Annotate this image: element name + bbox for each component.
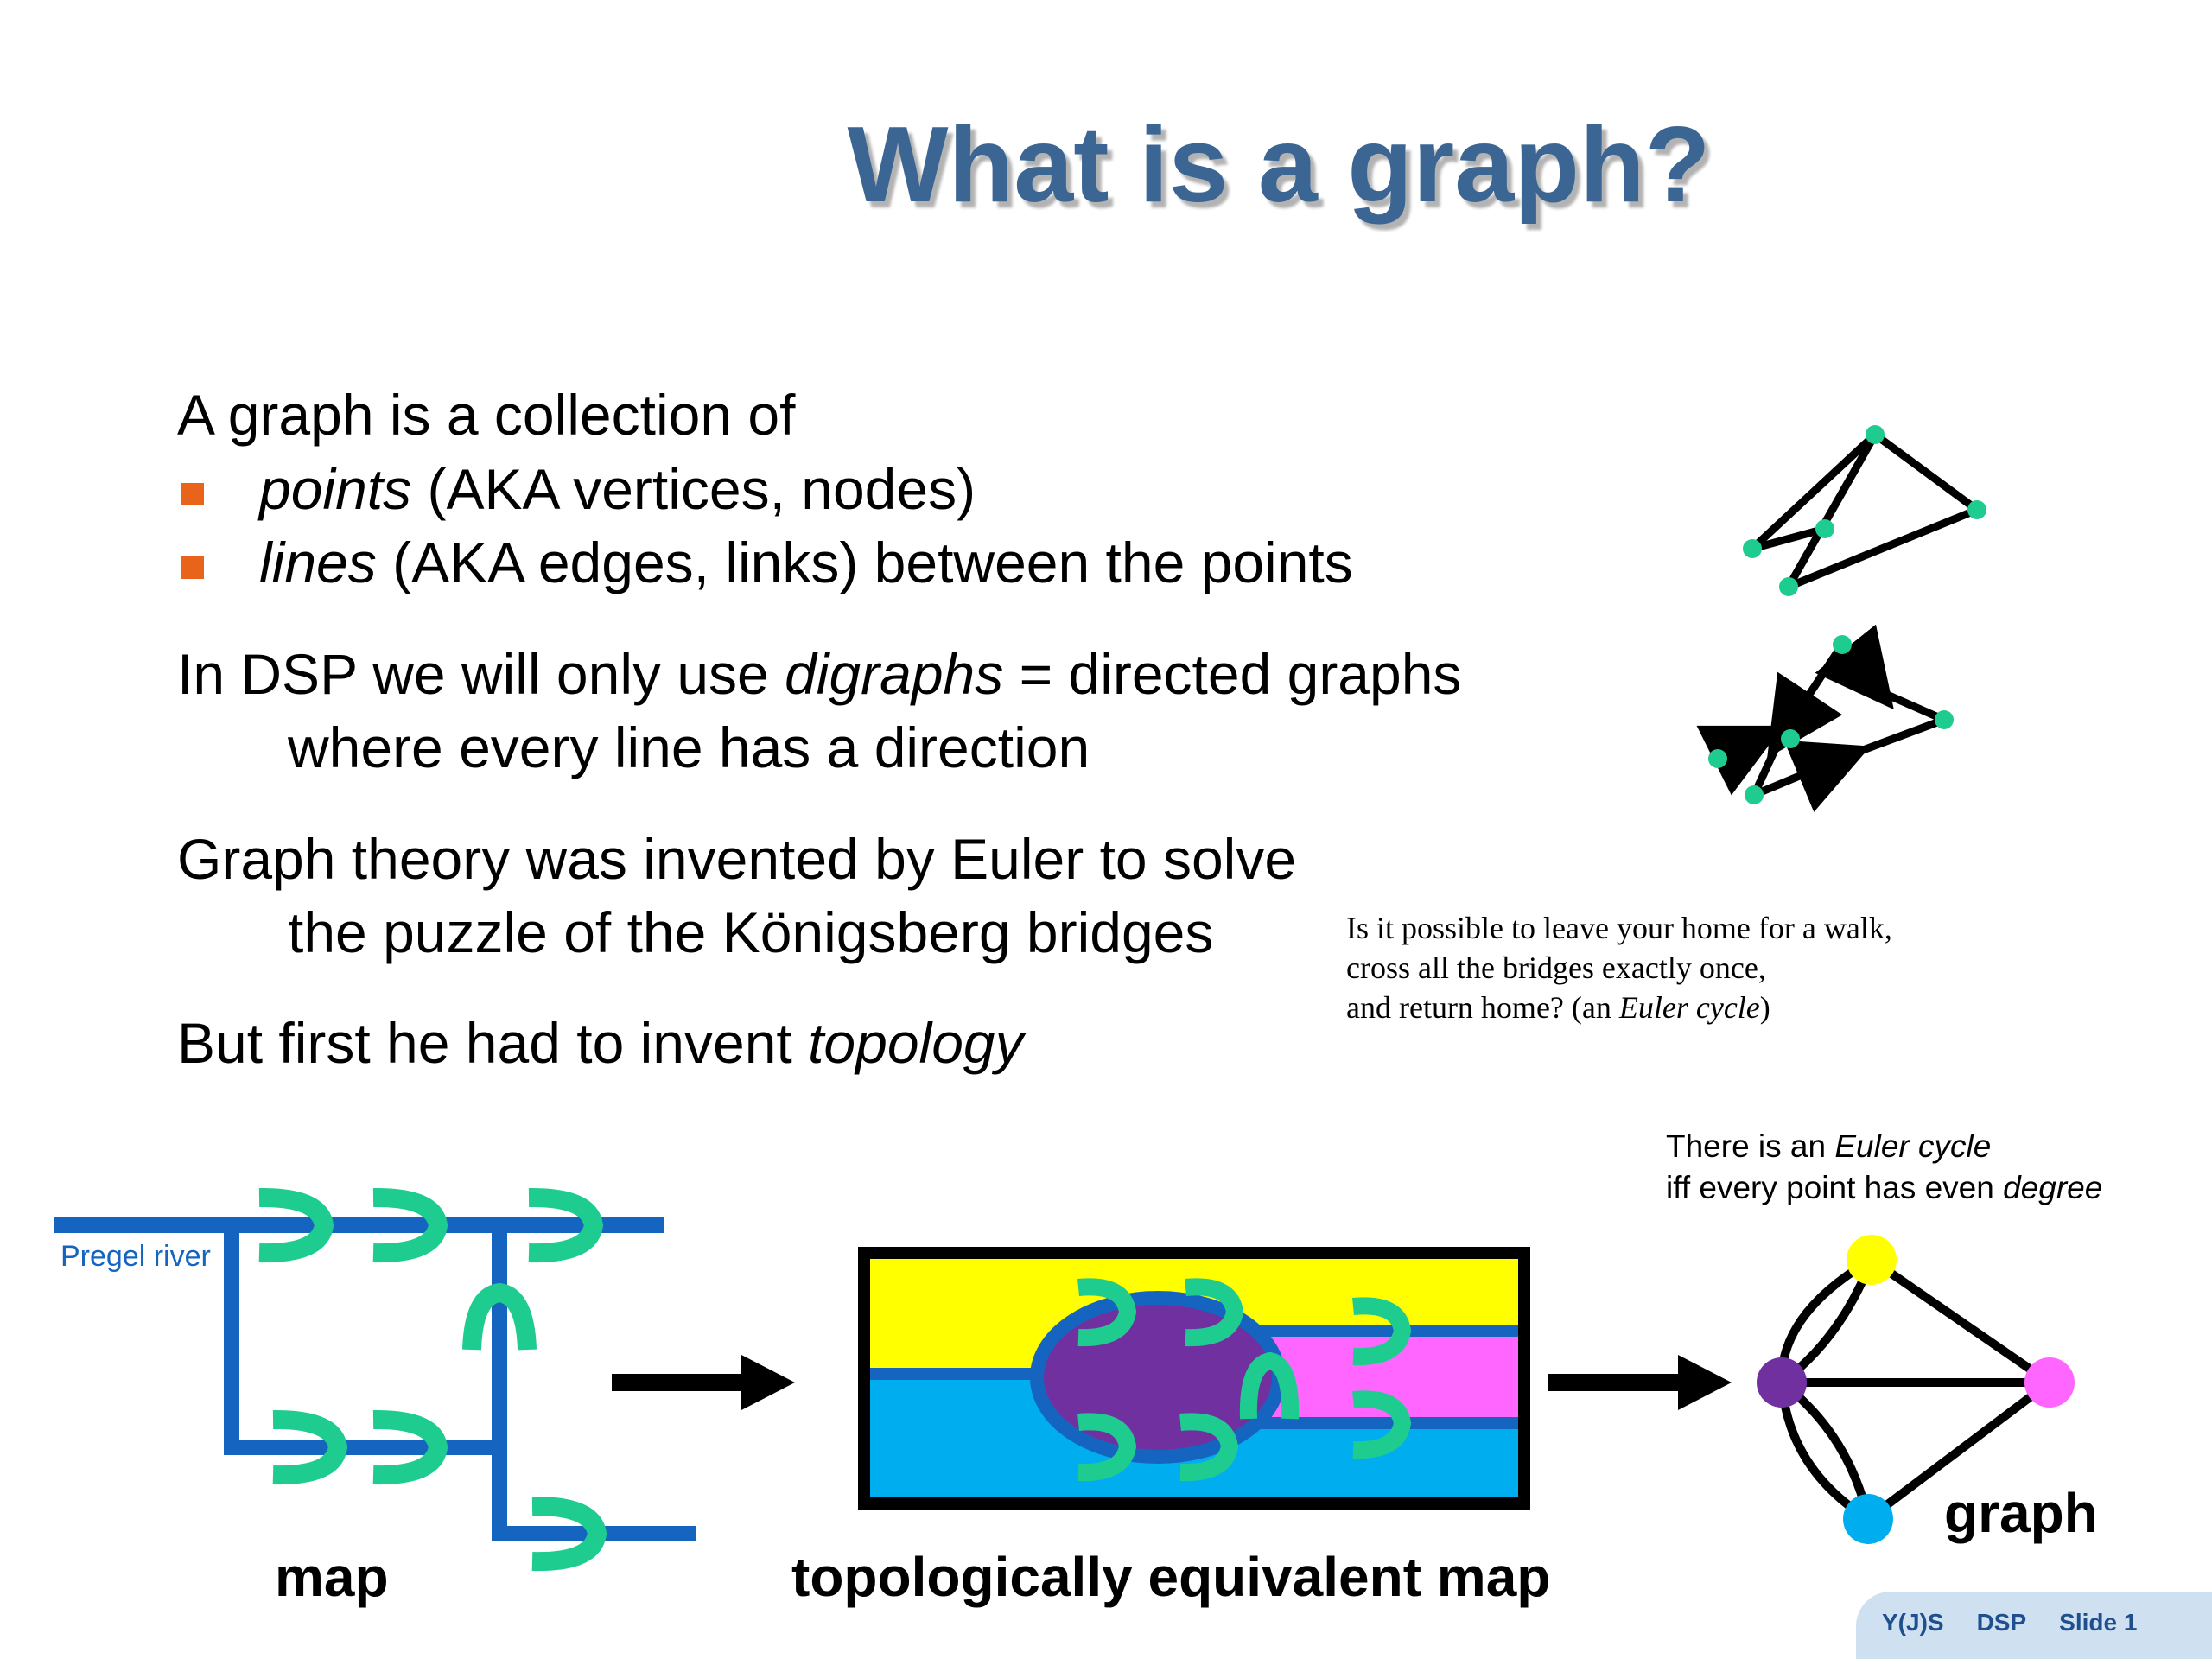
bridge-icon — [258, 1187, 334, 1263]
bridge-icon — [1185, 1278, 1244, 1347]
digraph-edge — [1847, 715, 1946, 760]
page-title: What is a graph? — [847, 105, 1711, 225]
map-caption: map — [275, 1546, 389, 1608]
topo-bridges — [1077, 1278, 1412, 1482]
bridge-icon — [372, 1409, 448, 1485]
bridge-icon — [272, 1409, 348, 1485]
bullet-marker-icon — [181, 483, 204, 505]
digraph-edge — [1752, 740, 1871, 812]
topology-line: But first he had to invent topology — [177, 1011, 1024, 1075]
graph-edge — [1749, 431, 1878, 552]
graph-edge — [1869, 1255, 2052, 1387]
digraph-edge — [1767, 642, 1846, 759]
graph-node — [1745, 785, 1764, 804]
bullet-marker-icon — [181, 556, 204, 579]
graph-edge — [1785, 432, 1878, 589]
bridge-icon — [1352, 1390, 1412, 1459]
degree-note-line-1: There is an Euler cycle — [1666, 1128, 1992, 1164]
directed-graph-nodes — [1708, 635, 1954, 804]
graph-edge — [1872, 431, 1980, 513]
digraph-line-2: where every line has a direction — [288, 715, 1090, 779]
graph-node — [1743, 539, 1762, 558]
bridge-icon — [1077, 1278, 1137, 1347]
graph-edge — [1751, 524, 1827, 553]
undirected-graph-nodes — [1743, 425, 1986, 596]
digraph-edge — [1815, 624, 1894, 710]
digraph-line: In DSP we will only use digraphs = direc… — [177, 642, 1462, 706]
right-arrow-icon — [1548, 1355, 1732, 1410]
graph-node — [1866, 425, 1885, 444]
footer: Y(J)S DSP Slide 1 — [1882, 1609, 2170, 1637]
bridge-icon — [372, 1187, 448, 1263]
graph-node — [1833, 635, 1852, 654]
graph-node — [2024, 1357, 2075, 1408]
graph-node — [1757, 1357, 1807, 1408]
footer-slide-number: Slide 1 — [2059, 1609, 2138, 1636]
question-line-1: Is it possible to leave your home for a … — [1346, 911, 1892, 945]
graph-node — [1781, 729, 1800, 748]
map-bridges — [258, 1187, 607, 1572]
river-label: Pregel river — [60, 1240, 211, 1273]
question-line-3: and return home? (an Euler cycle) — [1346, 990, 1770, 1025]
footer-course: DSP — [1976, 1609, 2027, 1636]
bullet-lines: lines (AKA edges, links) between the poi… — [259, 531, 1353, 594]
euler-graph-nodes — [1757, 1235, 2075, 1544]
graph-caption: graph — [1944, 1482, 2098, 1544]
undirected-graph — [1749, 431, 1980, 591]
euler-line: Graph theory was invented by Euler to so… — [177, 827, 1297, 891]
bullet-points: points (AKA vertices, nodes) — [259, 457, 976, 521]
graph-node — [1843, 1494, 1893, 1544]
graph-edge — [1787, 505, 1979, 591]
intro-line: A graph is a collection of — [177, 383, 796, 447]
graph-node — [1967, 500, 1986, 519]
bridge-icon — [1077, 1413, 1137, 1482]
degree-note-line-2: iff every point has even degree — [1666, 1170, 2103, 1205]
bridge-icon — [528, 1187, 604, 1263]
graph-node — [1779, 577, 1798, 596]
bridge-icon — [531, 1496, 607, 1572]
graph-node — [1708, 749, 1727, 768]
bridge-icon — [1179, 1413, 1239, 1482]
digraph-edge — [1878, 687, 1946, 724]
footer-tab — [1856, 1592, 2212, 1659]
graph-node — [1935, 710, 1954, 729]
konigsberg-map — [54, 1217, 696, 1541]
bridge-icon — [1352, 1297, 1412, 1366]
euler-line-2: the puzzle of the Königsberg bridges — [288, 900, 1214, 964]
graph-node — [1847, 1235, 1897, 1285]
question-line-2: cross all the bridges exactly once, — [1346, 950, 1766, 985]
footer-author: Y(J)S — [1882, 1609, 1944, 1636]
graph-node — [1815, 519, 1834, 538]
bridge-icon — [1239, 1351, 1300, 1420]
euler-graph — [1777, 1255, 2053, 1523]
directed-graph — [1696, 624, 1946, 812]
graph-edge — [1865, 1379, 2053, 1522]
right-arrow-icon — [612, 1355, 795, 1410]
bridge-icon — [462, 1282, 537, 1351]
topo-map-caption: topologically equivalent map — [791, 1546, 1551, 1608]
